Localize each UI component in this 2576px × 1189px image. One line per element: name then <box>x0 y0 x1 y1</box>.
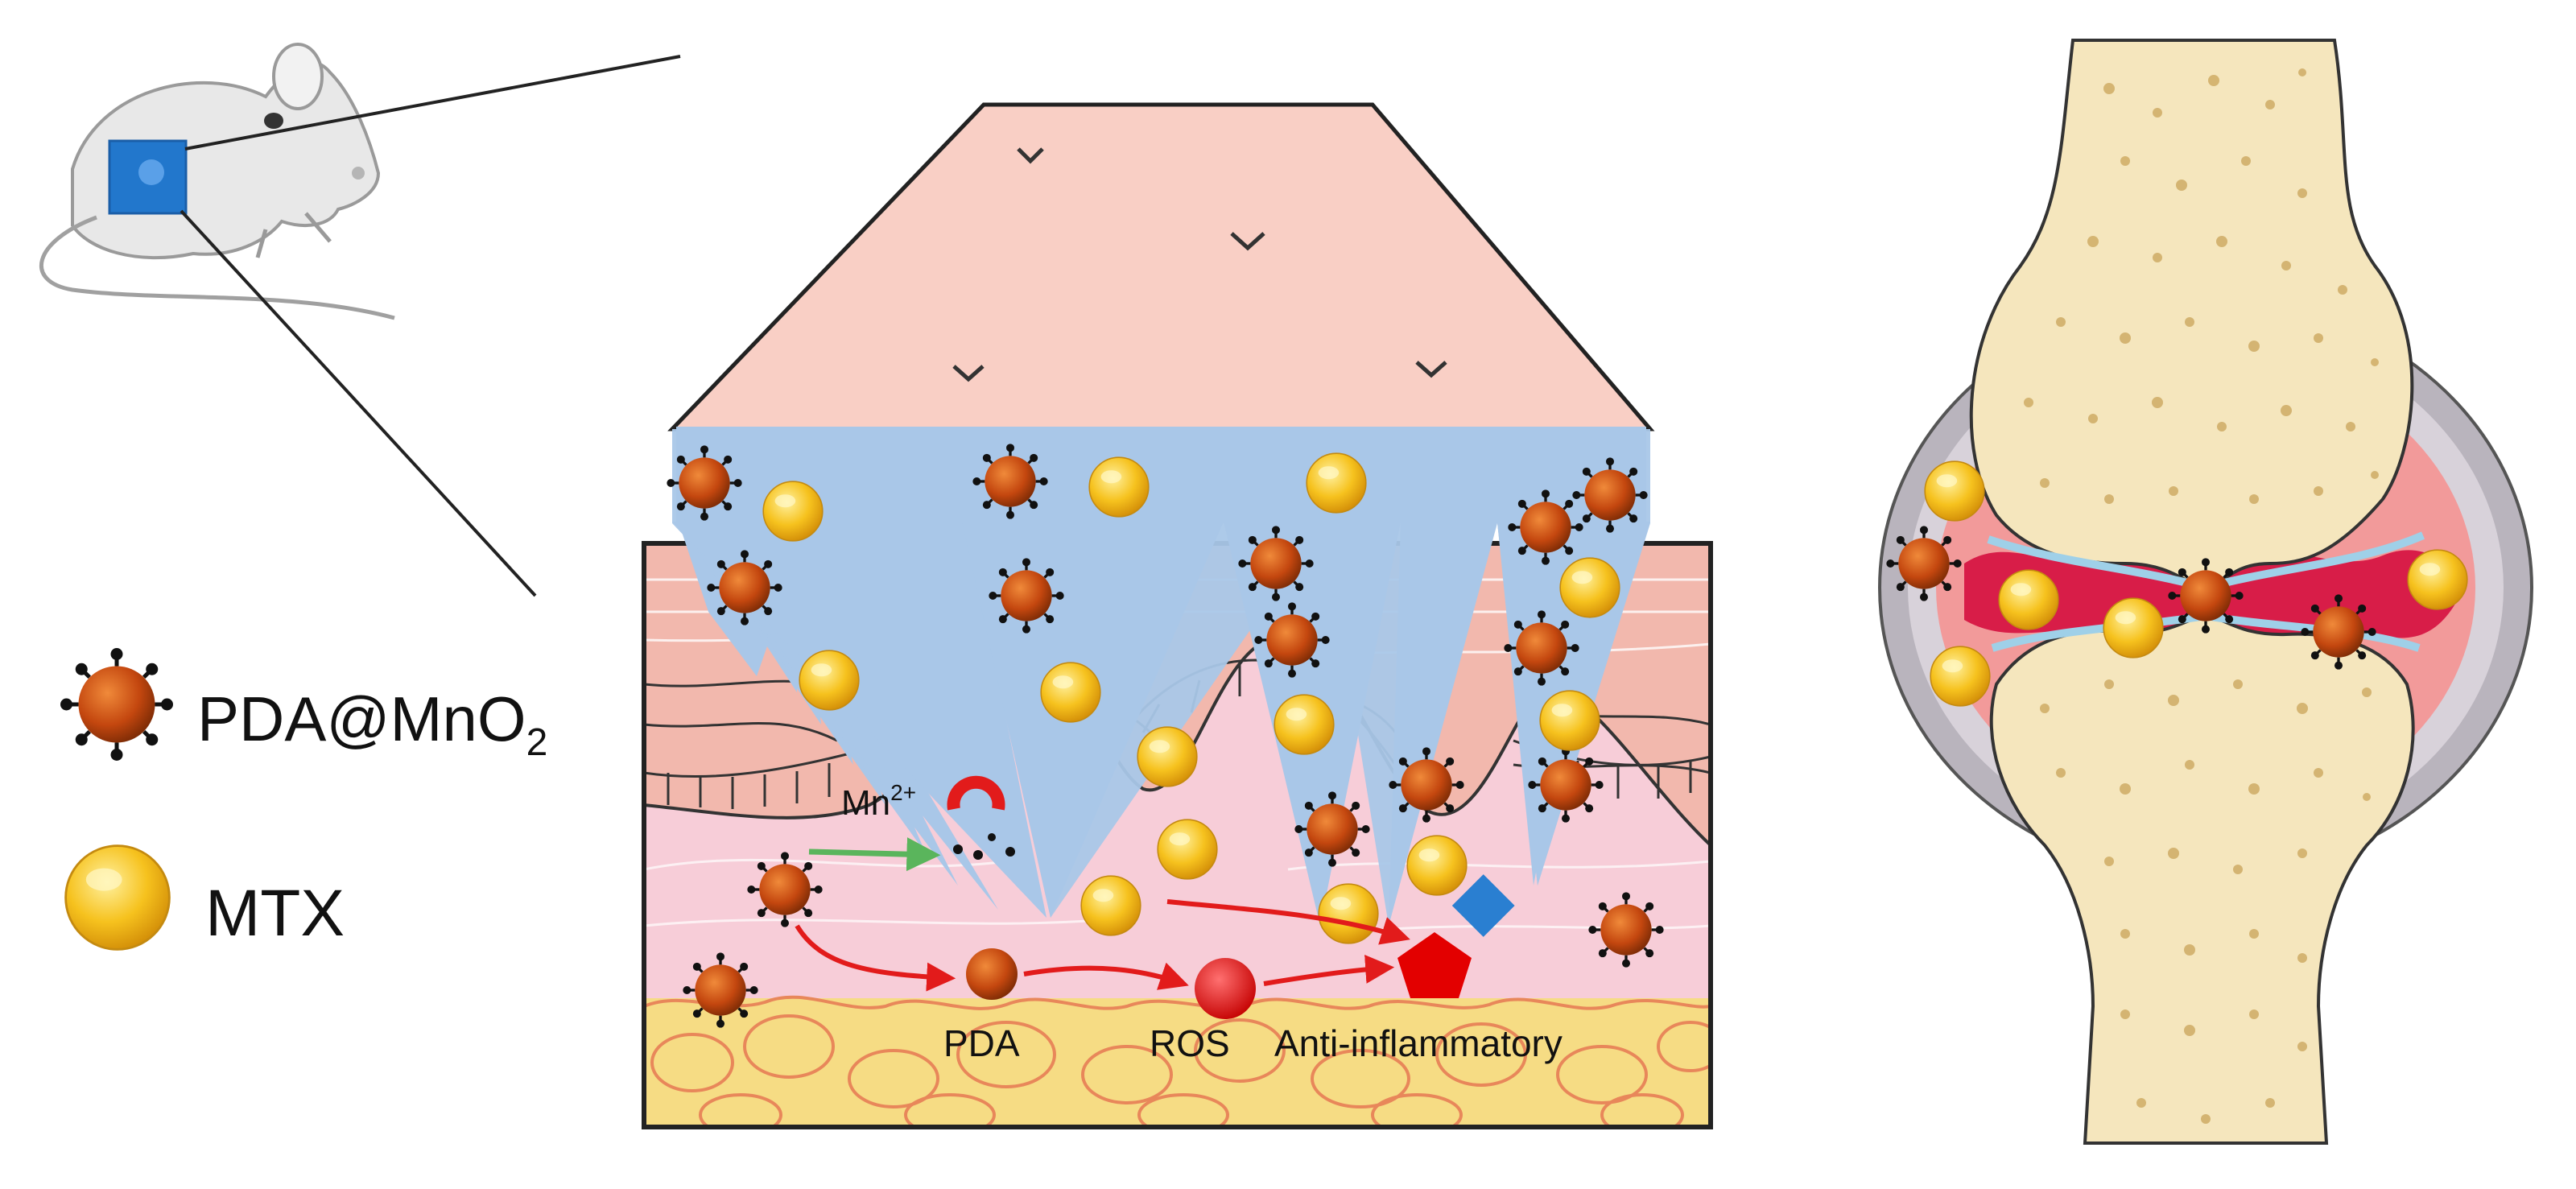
drug-diamond <box>1451 874 1515 937</box>
particle <box>971 442 1050 521</box>
particle <box>1587 890 1666 969</box>
drug-particle <box>1318 883 1379 944</box>
drug-particle <box>1306 452 1367 514</box>
drug-particle <box>1274 694 1335 755</box>
ros-label: ROS <box>1150 1022 1230 1064</box>
drug-particle <box>1080 875 1141 936</box>
mn-ion-label: Mn2+ <box>841 780 916 823</box>
green-arrow <box>808 837 941 872</box>
drug-particle <box>762 481 824 542</box>
particle <box>681 951 760 1030</box>
arrow-drug <box>1166 899 1410 945</box>
zoom-line-top <box>184 55 681 151</box>
particle <box>1885 524 1963 603</box>
arrow-to-ros <box>1023 962 1189 990</box>
subcutaneous-fat <box>644 998 1711 1127</box>
drug-particle <box>1559 557 1620 618</box>
particle <box>2299 592 2378 671</box>
arrow-to-pda <box>795 924 956 992</box>
ros-particle <box>1195 958 1256 1019</box>
legend-particle-label: PDA@MnO2 <box>197 683 547 764</box>
drug-particle <box>799 650 860 711</box>
legend-particle-icon <box>60 648 173 761</box>
particle <box>745 850 824 929</box>
legend-drug-icon <box>64 844 171 951</box>
particle <box>705 548 784 627</box>
particle <box>1571 456 1649 535</box>
zoom-line-bottom <box>180 209 537 597</box>
drug-particle <box>1040 662 1101 723</box>
tibia <box>1989 613 2415 1145</box>
particle <box>2166 556 2245 635</box>
drug-particle <box>1930 646 1991 707</box>
particle <box>1506 488 1585 567</box>
pda-label: PDA <box>943 1022 1020 1064</box>
particle <box>1293 790 1372 869</box>
particle <box>665 444 744 522</box>
drug-particle <box>1088 456 1150 518</box>
particle <box>1387 745 1466 824</box>
legend-drug-label: MTX <box>205 877 345 950</box>
arrow-to-effect <box>1263 954 1395 986</box>
mouse-icon <box>39 43 395 320</box>
drug-particle <box>2103 597 2164 658</box>
particle <box>1253 601 1331 679</box>
legend: PDA@MnO2 MTX <box>60 648 547 951</box>
particle <box>1526 745 1605 824</box>
drug-particle <box>1137 726 1198 787</box>
particle <box>1236 524 1315 603</box>
anti-inflammatory-pentagon <box>1397 932 1472 998</box>
patch-backing <box>667 102 1655 431</box>
particle <box>1502 609 1581 687</box>
anti-inflammatory-label: Anti-inflammatory <box>1274 1022 1563 1064</box>
drug-particle <box>1924 460 1985 522</box>
drug-particle <box>1539 690 1600 751</box>
drug-particle <box>1998 569 2059 630</box>
backing-marks <box>952 147 1447 382</box>
drug-particle <box>1157 819 1218 880</box>
ion-dots <box>953 833 1015 860</box>
femur <box>1969 39 2414 590</box>
particle <box>987 556 1066 635</box>
drug-particle <box>2407 549 2468 610</box>
magnet-icon <box>947 775 1005 811</box>
pda-particle <box>966 948 1018 1000</box>
drug-particle <box>1406 835 1468 896</box>
